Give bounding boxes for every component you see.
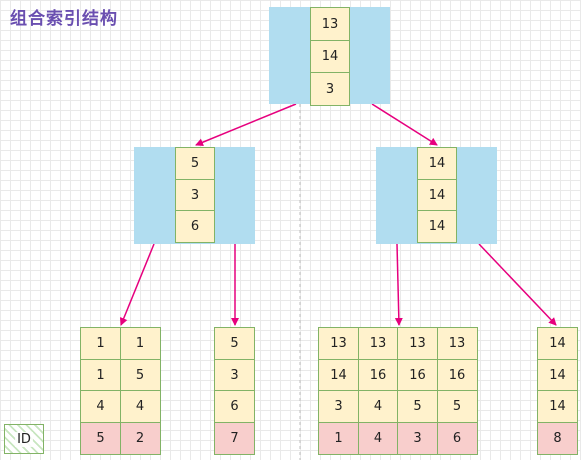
index-key-cell: 16 [436,358,478,392]
index-key-cell: 3 [214,358,255,392]
index-key-cell: 6 [214,390,255,423]
index-key-cell: 14 [318,358,359,392]
row-id-cell: 2 [119,421,161,455]
index-key-cell: 14 [310,39,350,74]
edge-right-to-leaf3 [394,243,403,326]
index-key-cell: 3 [175,178,215,212]
index-key-cell: 3 [310,72,350,106]
index-key-cell: 4 [119,390,161,423]
row-id-cell: 4 [357,421,399,455]
edge-root-to-left [195,103,297,147]
index-key-cell: 3 [318,390,359,423]
row-id-cell: 7 [214,421,255,455]
index-key-cell: 14 [417,147,457,180]
id-legend-label: ID [15,431,33,447]
index-key-cell: 14 [417,210,457,243]
row-id-cell: 5 [80,421,121,455]
edge-right-to-leaf4 [478,243,557,326]
index-key-cell: 16 [397,358,438,392]
edge-root-to-right [371,103,438,146]
row-id-cell: 1 [318,421,359,455]
index-key-cell: 1 [119,327,161,360]
index-key-cell: 16 [357,358,399,392]
index-key-cell: 13 [318,327,359,360]
index-key-cell: 14 [417,178,457,212]
index-key-cell: 13 [436,327,478,360]
diagram-title: 组合索引结构 [10,9,118,29]
id-legend: ID [4,424,44,454]
index-key-cell: 4 [80,390,121,423]
index-key-cell: 5 [175,147,215,180]
index-key-cell: 5 [119,358,161,392]
edge-left-to-leaf1 [119,243,155,326]
index-key-cell: 14 [537,390,578,423]
index-key-cell: 14 [537,327,578,360]
index-key-cell: 1 [80,327,121,360]
index-key-cell: 5 [436,390,478,423]
index-key-cell: 5 [397,390,438,423]
row-id-cell: 3 [397,421,438,455]
index-key-cell: 13 [310,7,350,41]
index-key-cell: 14 [537,358,578,392]
index-key-cell: 13 [357,327,399,360]
index-key-cell: 5 [214,327,255,360]
row-id-cell: 8 [537,421,578,455]
row-id-cell: 6 [436,421,478,455]
index-key-cell: 4 [357,390,399,423]
index-key-cell: 13 [397,327,438,360]
index-key-cell: 1 [80,358,121,392]
index-key-cell: 6 [175,210,215,243]
